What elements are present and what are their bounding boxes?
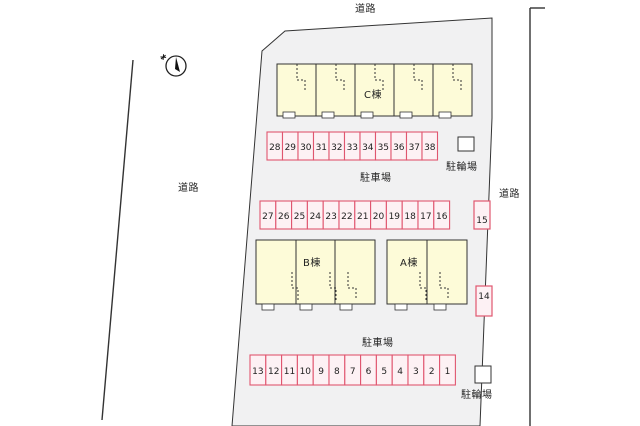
parking-slot-34: 34 (359, 131, 377, 161)
parking-slot-24: 24 (306, 200, 324, 230)
parking-label-middle: 駐車場 (360, 173, 392, 184)
parking-slot-21: 21 (354, 200, 372, 230)
building-b (255, 239, 376, 311)
parking-slot-11: 11 (281, 354, 298, 386)
svg-text:17: 17 (420, 212, 431, 222)
parking-slot-31: 31 (312, 131, 330, 161)
parking-slot-25: 25 (291, 200, 308, 230)
parking-slot-9: 9 (312, 354, 330, 386)
svg-text:23: 23 (325, 212, 336, 222)
svg-text:26: 26 (278, 212, 290, 222)
parking-slot-28: 28 (266, 131, 284, 161)
svg-text:7: 7 (350, 367, 356, 377)
svg-text:24: 24 (310, 212, 322, 222)
parking-slot-18: 18 (401, 200, 419, 230)
svg-text:31: 31 (316, 143, 327, 153)
road-edge-left (101, 59, 134, 421)
parking-label-bottom: 駐車場 (362, 338, 394, 349)
svg-text:4: 4 (397, 367, 403, 377)
parking-slot-6: 6 (360, 354, 377, 386)
road-label-left: 道路 (178, 183, 199, 194)
svg-text:38: 38 (424, 143, 436, 153)
parking-slot-23: 23 (322, 200, 340, 230)
svg-text:15: 15 (476, 216, 487, 226)
road-label-top: 道路 (355, 4, 376, 15)
svg-text:9: 9 (318, 367, 324, 377)
bike-parking-label-bottom: 駐輪場 (461, 390, 493, 401)
svg-text:21: 21 (357, 212, 368, 222)
parking-slot-5: 5 (375, 354, 393, 386)
svg-text:20: 20 (373, 212, 385, 222)
svg-text:22: 22 (341, 212, 352, 222)
svg-text:34: 34 (362, 143, 374, 153)
svg-text:29: 29 (285, 143, 297, 153)
parking-slot-13: 13 (249, 354, 267, 386)
parking-slot-19: 19 (385, 200, 403, 230)
building-a (386, 239, 468, 311)
parking-slot-10: 10 (296, 354, 314, 386)
svg-text:16: 16 (436, 212, 448, 222)
parking-slot-3: 3 (407, 354, 425, 386)
svg-text:6: 6 (366, 367, 372, 377)
parking-slot-4: 4 (391, 354, 409, 386)
svg-text:13: 13 (252, 367, 263, 377)
parking-slot-27: 27 (259, 200, 277, 230)
parking-slot-7: 7 (344, 354, 362, 386)
parking-slot-37: 37 (405, 131, 423, 161)
parking-slot-22: 22 (338, 200, 356, 230)
parking-slot-29: 29 (281, 131, 299, 161)
parking-slot-20: 20 (370, 200, 387, 230)
parking-slot-12: 12 (265, 354, 283, 386)
north-arrow-icon (160, 54, 187, 77)
parking-slot-2: 2 (423, 354, 441, 386)
building-c (276, 63, 473, 119)
parking-slot-16: 16 (433, 200, 451, 230)
parking-slot-26: 26 (275, 200, 293, 230)
parking-slot-8: 8 (328, 354, 346, 386)
svg-text:10: 10 (300, 367, 312, 377)
svg-text:8: 8 (334, 367, 340, 377)
parking-slot-33: 33 (343, 131, 361, 161)
building-c-label: C棟 (364, 90, 382, 101)
svg-text:28: 28 (269, 143, 281, 153)
parking-slot-38: 38 (421, 131, 439, 161)
svg-text:27: 27 (262, 212, 273, 222)
svg-text:12: 12 (268, 367, 279, 377)
bike-parking-label-top: 駐輪場 (446, 162, 478, 173)
svg-text:11: 11 (284, 367, 295, 377)
building-b-label: B棟 (303, 258, 321, 269)
parking-slot-17: 17 (417, 200, 435, 230)
svg-text:2: 2 (429, 367, 435, 377)
svg-text:37: 37 (409, 143, 420, 153)
parking-slot-14: 14 (475, 285, 493, 317)
svg-text:14: 14 (478, 292, 490, 302)
svg-text:33: 33 (347, 143, 358, 153)
svg-text:18: 18 (404, 212, 416, 222)
building-a-label: A棟 (400, 258, 418, 269)
bike-parking-box-top (457, 136, 475, 152)
parking-slot-32: 32 (328, 131, 346, 161)
svg-text:19: 19 (389, 212, 401, 222)
svg-text:3: 3 (413, 367, 419, 377)
svg-text:30: 30 (300, 143, 312, 153)
svg-text:5: 5 (381, 367, 387, 377)
parking-slot-30: 30 (297, 131, 315, 161)
svg-text:32: 32 (331, 143, 342, 153)
parking-slot-15: 15 (473, 200, 491, 230)
svg-text:35: 35 (378, 143, 389, 153)
parking-slot-36: 36 (390, 131, 408, 161)
svg-text:1: 1 (445, 367, 451, 377)
svg-text:25: 25 (294, 212, 305, 222)
bike-parking-box-bottom (474, 365, 492, 384)
svg-text:36: 36 (393, 143, 405, 153)
parking-slot-35: 35 (374, 131, 392, 161)
road-label-right: 道路 (499, 189, 520, 200)
parking-slot-1: 1 (439, 354, 456, 386)
